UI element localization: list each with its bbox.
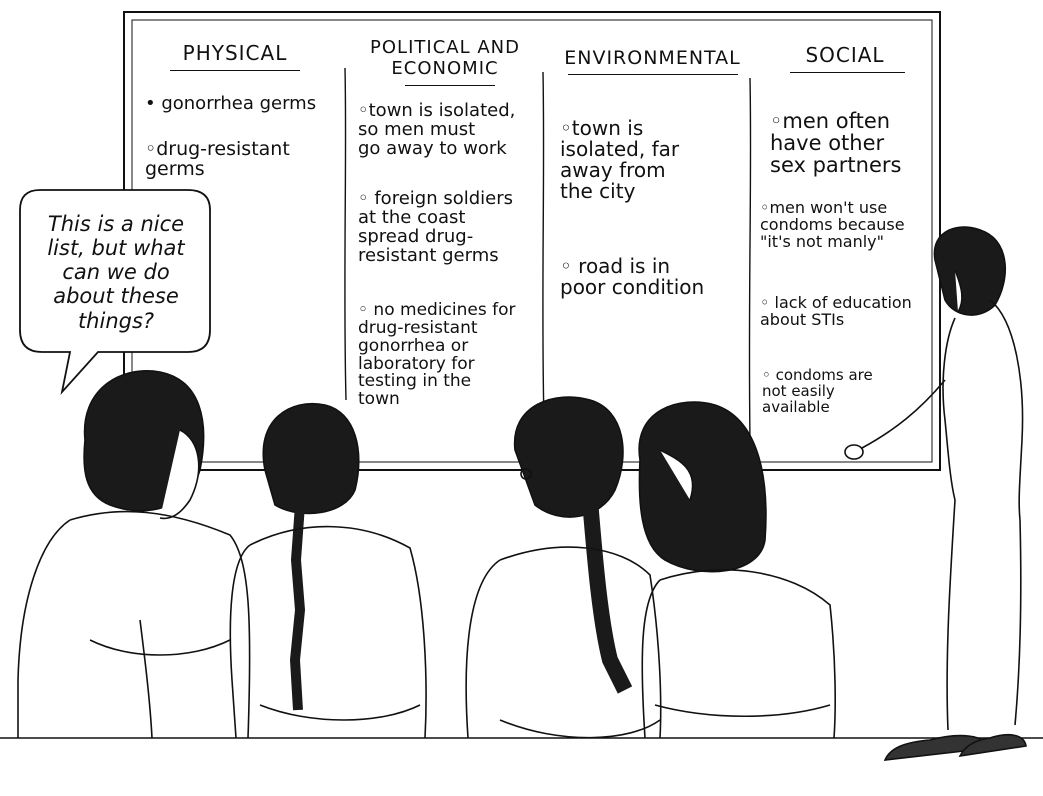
heading-underline	[405, 85, 495, 86]
list-item: ◦town is isolated, far away from the cit…	[560, 116, 680, 203]
woman-speaking	[17, 370, 251, 739]
list-item: ◦drug-resistant germs	[145, 138, 290, 180]
column-heading-political-economic: POLITICAL AND ECONOMIC	[370, 37, 520, 79]
list-item: • gonorrhea germs	[145, 93, 317, 114]
list-item: ◦men won't use condoms because "it's not…	[760, 198, 905, 251]
column-heading-physical: PHYSICAL	[182, 41, 288, 65]
column-dividers	[344, 67, 752, 441]
woman-with-long-hair	[638, 401, 836, 739]
list-item: ◦ condoms are not easily available	[762, 366, 873, 416]
list-item: ◦ road is in poor condition	[560, 254, 705, 299]
list-item: ◦ lack of education about STIs	[760, 293, 912, 329]
woman-with-curly-hair	[465, 396, 662, 739]
woman-with-braid	[229, 403, 427, 739]
heading-underline	[790, 72, 905, 73]
heading-underline	[170, 70, 300, 71]
speech-bubble-shape	[19, 189, 211, 396]
teacher-writing	[844, 226, 1027, 761]
list-item: ◦ no medicines for drug-resistant gonorr…	[358, 300, 516, 410]
speech-bubble-text: This is a nice list, but what can we do …	[47, 212, 185, 333]
list-item: ◦ foreign soldiers at the coast spread d…	[358, 188, 513, 266]
column-heading-environmental: ENVIRONMENTAL	[564, 47, 741, 69]
list-item: ◦men often have other sex partners	[770, 109, 902, 178]
column-heading-social: SOCIAL	[805, 43, 885, 67]
heading-underline	[568, 74, 738, 75]
list-item: ◦town is isolated, so men must go away t…	[358, 100, 516, 159]
